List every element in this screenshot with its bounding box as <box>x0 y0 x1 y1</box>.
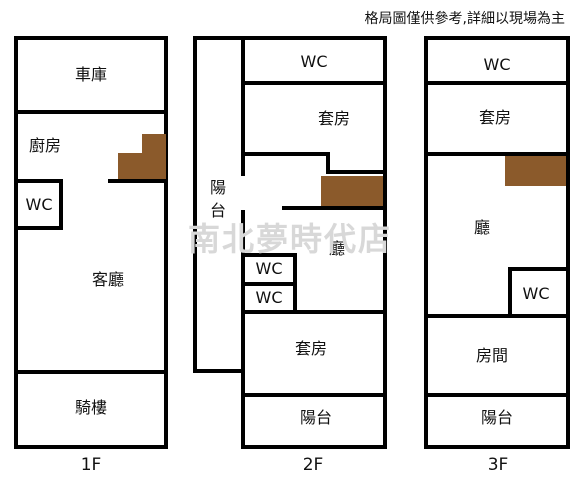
1f-label-arcade: 騎樓 <box>75 398 107 417</box>
watermark-text: 南北夢時代店 <box>188 220 392 258</box>
2f-wall-wc-top <box>241 81 387 85</box>
1f-wall-bottom <box>14 445 168 449</box>
3f-label-balcony: 陽台 <box>481 408 513 427</box>
1f-floor-label: 1F <box>81 455 102 475</box>
3f-wall-balcony <box>424 393 570 397</box>
1f-label-wc: WC <box>26 195 53 214</box>
floor-3f: WC 套房 廳 WC 房間 陽台 3F <box>424 36 570 475</box>
1f-label-garage: 車庫 <box>75 65 107 84</box>
1f-label-living: 客廳 <box>92 270 124 289</box>
disclaimer-text: 格局圖僅供參考,詳細以現場為主 <box>365 11 565 27</box>
1f-stair-high <box>142 134 166 179</box>
2f-wall-suite-bottom-top <box>241 310 387 314</box>
3f-wall-right <box>566 36 570 449</box>
2f-balcony-wall-bottom <box>193 369 241 373</box>
1f-wc-wall-right <box>59 179 63 230</box>
2f-balcony-wall-left <box>193 36 197 373</box>
2f-wall-top <box>241 36 387 40</box>
1f-wall-kitchen-counter <box>108 179 168 183</box>
floor-2f: WC 套房 陽 台 廳 WC WC 套房 陽台 2F <box>193 36 387 475</box>
3f-wall-bottom <box>424 445 570 449</box>
2f-wall-right <box>383 36 387 449</box>
2f-label-wc-a: WC <box>256 259 283 278</box>
2f-wall-wc-split <box>241 282 297 286</box>
1f-wall-left <box>14 36 18 449</box>
3f-wall-wc-left <box>508 267 512 318</box>
1f-wall-right <box>164 36 168 449</box>
2f-stair <box>321 176 383 206</box>
2f-wall-balcony <box>241 393 387 397</box>
2f-label-balcony: 陽台 <box>300 408 332 427</box>
2f-wall-wc-block-top <box>241 253 297 257</box>
2f-wall-left-upper <box>241 36 245 176</box>
1f-wall-garage <box>14 110 168 114</box>
3f-stair <box>505 156 566 186</box>
3f-wall-wc-top <box>424 81 570 85</box>
2f-wall-suite-step <box>326 152 330 172</box>
1f-label-kitchen: 廚房 <box>29 136 61 155</box>
3f-label-hall: 廳 <box>474 218 490 237</box>
3f-wall-wc-top-inner <box>508 267 570 271</box>
1f-wall-arcade <box>14 370 168 374</box>
3f-label-wc: WC <box>523 284 550 303</box>
floor-1f: 車庫 廚房 WC 客廳 騎樓 1F <box>14 36 168 475</box>
2f-label-wc-b: WC <box>256 288 283 307</box>
2f-wall-bottom <box>241 445 387 449</box>
3f-label-room: 房間 <box>476 346 508 365</box>
2f-wall-left-lower <box>241 210 245 449</box>
1f-stair-low <box>118 153 142 179</box>
2f-wall-stair-ledge <box>282 206 387 210</box>
2f-label-suite-bottom: 套房 <box>295 339 327 358</box>
3f-wall-top <box>424 36 570 40</box>
2f-label-suite-top: 套房 <box>318 109 350 128</box>
2f-balcony-wall-top <box>193 36 241 40</box>
2f-floor-label: 2F <box>303 455 324 475</box>
3f-wall-room-top <box>424 314 570 318</box>
2f-wall-suite-left <box>241 152 330 156</box>
2f-wall-suite-right <box>326 170 387 174</box>
3f-floor-label: 3F <box>488 455 509 475</box>
1f-wc-wall-top <box>14 179 63 183</box>
1f-wc-wall-bottom <box>14 226 63 230</box>
2f-label-wc-top: WC <box>301 52 328 71</box>
2f-label-balcony-side-2: 台 <box>210 201 226 220</box>
3f-wall-suite <box>424 152 570 156</box>
3f-wall-left <box>424 36 428 449</box>
2f-label-hall: 廳 <box>329 239 345 258</box>
3f-label-wc-top: WC <box>484 55 511 74</box>
2f-label-balcony-side-1: 陽 <box>210 178 226 197</box>
1f-wall-top <box>14 36 168 40</box>
3f-label-suite: 套房 <box>479 108 511 127</box>
